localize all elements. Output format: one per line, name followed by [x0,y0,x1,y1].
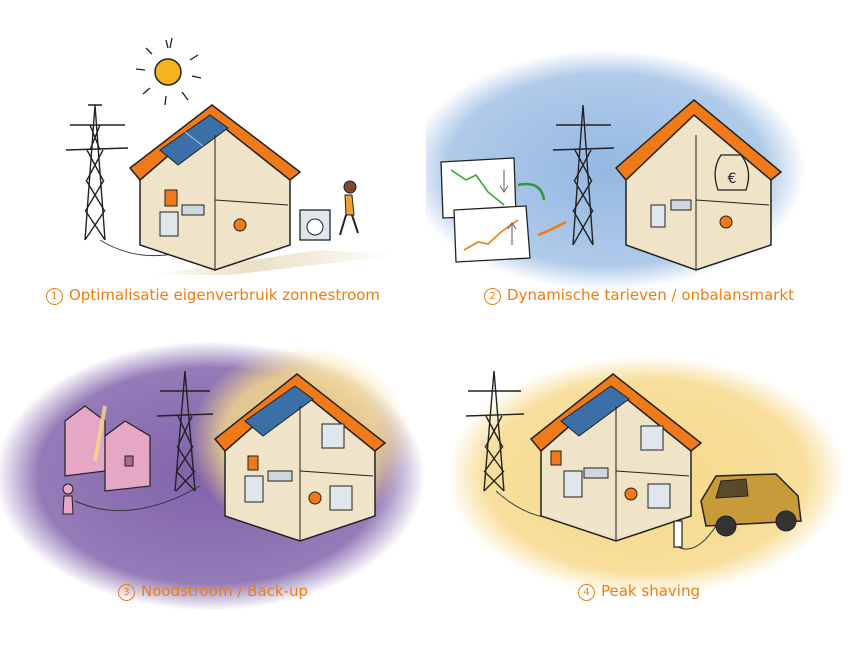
person-icon [339,180,359,236]
scenario-caption: 1 Optimalisatie eigenverbruik zonnestroom [0,286,426,305]
scenario-label: Peak shaving [601,582,700,600]
scenario-caption: 3 Noodstroom / Back-up [0,582,426,601]
scenario-label: Dynamische tarieven / onbalansmarkt [507,286,794,304]
power-pylon-icon [156,370,214,492]
power-pylon-icon [465,370,525,492]
svg-text:€: € [728,171,737,187]
lamp-icon [719,215,733,229]
scenario-number: 1 [45,288,63,305]
scenario-panel-2: € 2 Dynamische tarieven / onbalansmarkt [426,0,852,326]
house [128,104,302,271]
solar-panel [159,114,229,166]
spark-icon [93,405,107,462]
fuse-box [670,199,692,211]
solar-panel [244,385,314,437]
illustration-backup-power [0,341,425,611]
electric-car-icon [700,473,802,537]
battery [159,211,179,237]
solar-panel [560,385,630,437]
power-pylon-icon [552,104,615,246]
inverter [164,189,178,207]
neighbour-house [64,405,151,492]
scenario-panel-4: 4 Peak shaving [426,326,852,652]
house: € [614,99,783,271]
euro-money-bag-icon: € [714,154,750,191]
arrow-icon [517,182,546,201]
lamp-icon [308,491,322,505]
inverter [550,450,562,466]
scenario-number: 4 [578,584,595,601]
lamp-icon [624,487,638,501]
house [213,373,387,542]
inverter [247,455,259,471]
stove-icon [647,483,671,509]
house [529,373,703,542]
fuse-box [267,470,293,482]
battery [650,204,666,228]
fuse-box [181,204,205,216]
cable [74,485,201,512]
scenario-caption: 4 Peak shaving [426,582,852,601]
scenario-panel-1: 1 Optimalisatie eigenverbruik zonnestroom [0,0,426,326]
illustration-self-consumption [65,37,400,275]
price-up-chart-icon [453,205,531,263]
person-icon [62,483,74,515]
sun-icon [135,37,202,106]
washing-machine-icon [321,423,345,449]
scenario-label: Optimalisatie eigenverbruik zonnestroom [68,286,381,304]
illustration-dynamic-tariffs: € [426,50,806,290]
scenario-number: 3 [117,584,135,601]
scenario-panel-3: 3 Noodstroom / Back-up [0,326,426,652]
scenario-label: Noodstroom / Back-up [140,582,309,600]
charging-station-icon [673,520,717,550]
washing-machine-icon [299,209,331,241]
fuse-box [583,467,609,479]
scenario-caption: 2 Dynamische tarieven / onbalansmarkt [426,286,852,305]
illustration-peak-shaving [446,356,846,596]
lamp-icon [233,218,247,232]
battery [563,470,583,498]
scenario-number: 2 [484,288,502,305]
arrow-icon [537,220,567,237]
stove-icon [329,485,353,511]
washing-machine-icon [640,425,664,451]
battery [244,475,264,503]
power-pylon-icon [65,104,129,241]
